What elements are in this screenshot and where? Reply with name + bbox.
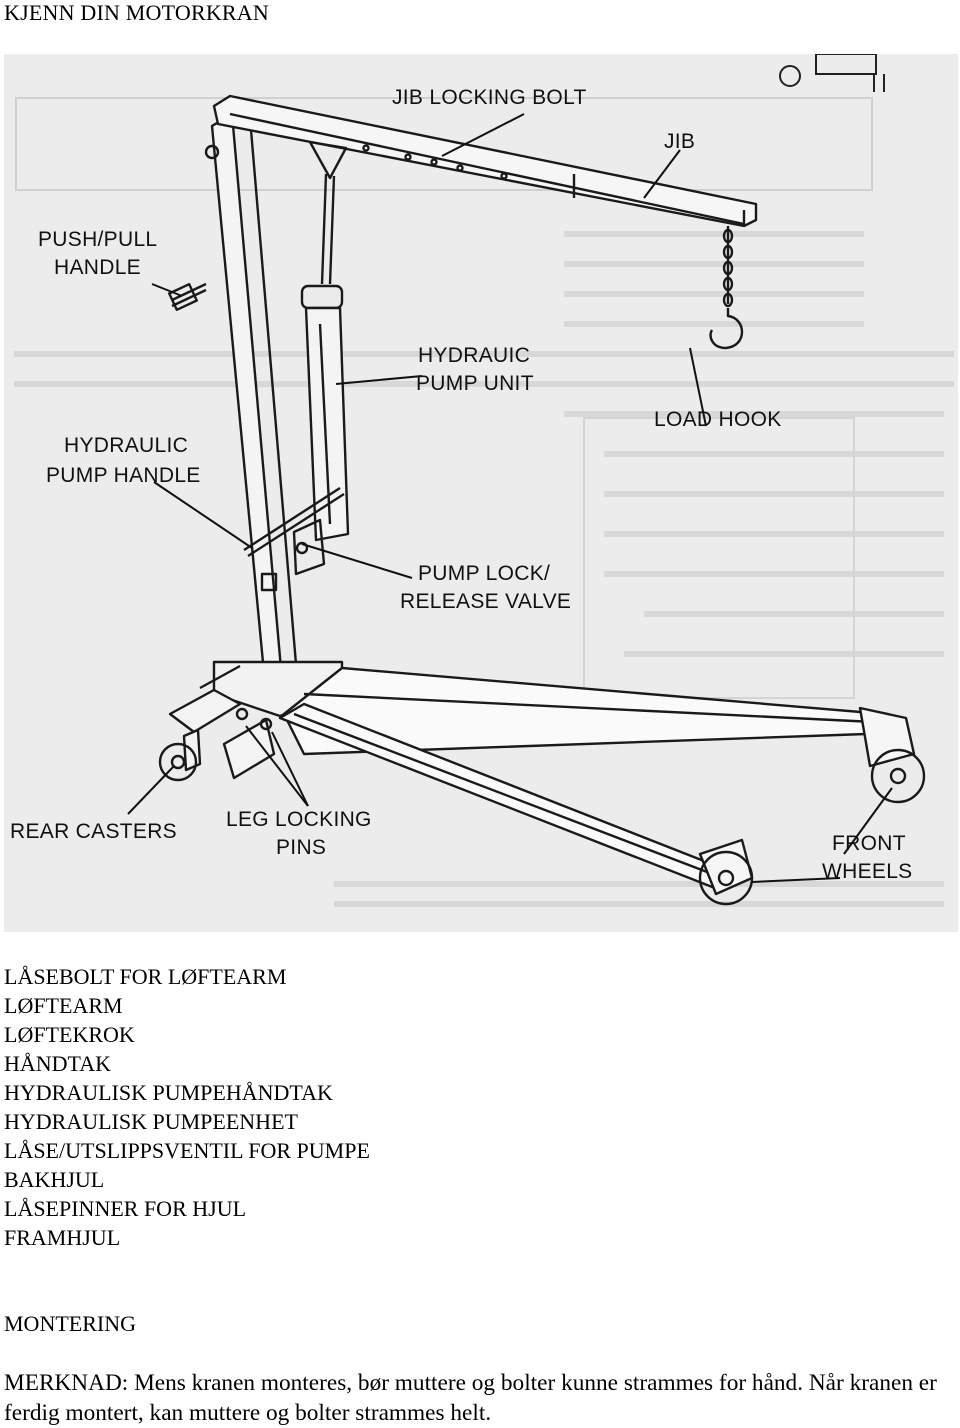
parts-list-item: LØFTEKROK <box>4 1022 135 1047</box>
label-jib: JIB <box>664 130 695 153</box>
parts-list-item: HYDRAULISK PUMPEHÅNDTAK <box>4 1080 333 1105</box>
engine-crane-diagram: JIB LOCKING BOLT JIB PUSH/PULL HANDLE HY… <box>4 54 958 932</box>
parts-list-item: HYDRAULISK PUMPEENHET <box>4 1109 298 1134</box>
label-pump-lock-1: PUMP LOCK/ <box>418 562 550 585</box>
label-pump-lock-2: RELEASE VALVE <box>400 590 571 613</box>
label-load-hook: LOAD HOOK <box>654 408 782 431</box>
parts-list-item: BAKHJUL <box>4 1167 105 1192</box>
page-title: KJENN DIN MOTORKRAN <box>4 0 269 25</box>
label-rear-casters: REAR CASTERS <box>10 820 177 843</box>
label-push-pull-handle-2: HANDLE <box>54 256 141 279</box>
label-hydraulic-pump-handle-2: PUMP HANDLE <box>46 464 201 487</box>
label-jib-locking-bolt: JIB LOCKING BOLT <box>392 86 587 109</box>
label-leg-locking-pins-1: LEG LOCKING <box>226 808 372 831</box>
label-leg-locking-pins-2: PINS <box>276 836 326 859</box>
parts-list-item: LÅSE/UTSLIPPSVENTIL FOR PUMPE <box>4 1138 370 1163</box>
label-hydraulic-pump-handle-1: HYDRAULIC <box>64 434 188 457</box>
parts-list-item: LÅSEBOLT FOR LØFTEARM <box>4 964 287 989</box>
crane-illustration: JIB LOCKING BOLT JIB PUSH/PULL HANDLE HY… <box>10 54 954 907</box>
parts-list-item: LÅSEPINNER FOR HJUL <box>4 1196 247 1221</box>
parts-list-item: HÅNDTAK <box>4 1051 112 1076</box>
section-heading: MONTERING <box>4 1311 136 1336</box>
label-front-wheels-2: WHEELS <box>822 860 913 883</box>
parts-list: LÅSEBOLT FOR LØFTEARM LØFTEARM LØFTEKROK… <box>4 962 370 1252</box>
label-push-pull-handle-1: PUSH/PULL <box>38 228 157 251</box>
label-hydraulic-pump-unit-2: PUMP UNIT <box>416 372 534 395</box>
parts-list-item: FRAMHJUL <box>4 1225 121 1250</box>
assembly-note: MERKNAD: Mens kranen monteres, bør mutte… <box>4 1370 937 1426</box>
parts-list-item: LØFTEARM <box>4 993 123 1018</box>
label-hydraulic-pump-unit-1: HYDRAUIC <box>418 344 530 367</box>
label-front-wheels-1: FRONT <box>832 832 906 855</box>
